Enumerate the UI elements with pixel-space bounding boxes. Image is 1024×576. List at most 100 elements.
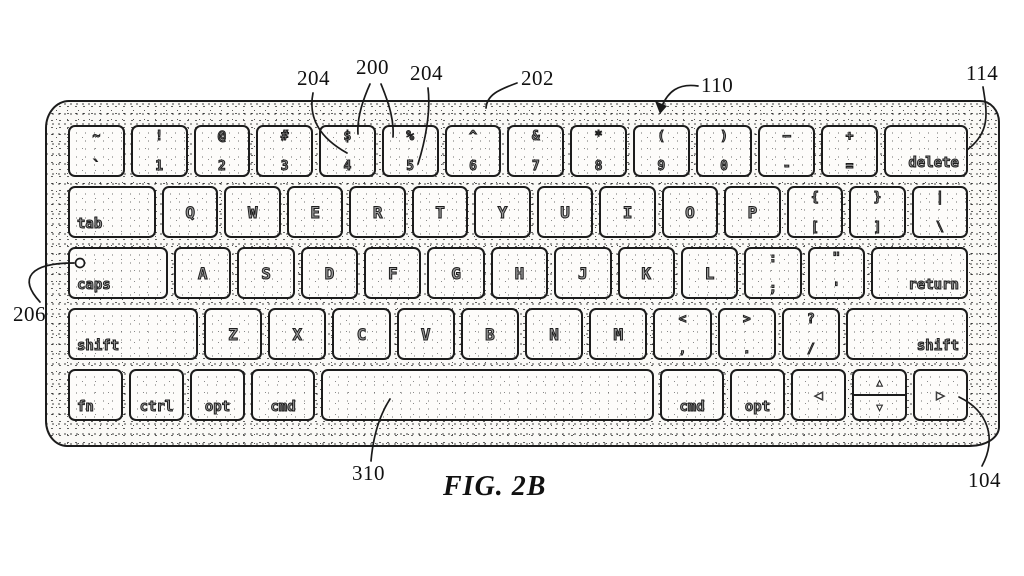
key-4-base-glyph: 4 xyxy=(343,159,352,174)
key-backslash-base-glyph: \ xyxy=(935,220,944,235)
key-c-glyph: C xyxy=(356,324,367,344)
key-s-glyph: S xyxy=(261,263,272,283)
key-opt-right: opt xyxy=(730,369,785,421)
key-l: L xyxy=(680,247,739,299)
key-row-1: ~`!1@2#3$4%5^6&7*8(9)0–-+=delete xyxy=(68,125,968,177)
key-caps-label: caps xyxy=(77,277,112,294)
key-a-glyph: A xyxy=(197,263,208,283)
key-bracket-right: }] xyxy=(849,186,906,238)
key-9: (9 xyxy=(632,125,690,177)
key-t: T xyxy=(411,186,469,238)
key-opt-left-label: opt xyxy=(204,399,231,416)
key-4-shift-glyph: $ xyxy=(343,129,352,144)
key-j-glyph: J xyxy=(578,263,589,283)
key-cmd-right: cmd xyxy=(660,369,724,421)
key-minus-base-glyph: - xyxy=(782,159,791,174)
key-t-glyph: T xyxy=(435,202,446,222)
key-p-glyph: P xyxy=(747,202,758,222)
ref-numeral-204-right: 204 xyxy=(410,61,443,85)
key-r-glyph: R xyxy=(372,202,383,222)
key-arrow-up-down-up-glyph: △ xyxy=(876,376,883,390)
key-equals-base-glyph: = xyxy=(845,159,854,174)
key-8: *8 xyxy=(570,125,627,177)
key-3-base-glyph: 3 xyxy=(280,159,289,174)
key-x-glyph: X xyxy=(292,324,303,344)
key-slash: ?/ xyxy=(781,308,841,360)
key-b: B xyxy=(460,308,520,360)
key-shift-left: shift xyxy=(68,308,198,360)
key-caps: caps xyxy=(68,247,168,299)
key-e: E xyxy=(286,186,344,238)
key-y-glyph: Y xyxy=(497,202,508,222)
key-1: !1 xyxy=(130,125,188,177)
key-d: D xyxy=(300,247,359,299)
key-7: &7 xyxy=(507,125,565,177)
key-u-glyph: U xyxy=(560,202,571,222)
key-opt-right-label: opt xyxy=(744,399,771,416)
key-arrow-right-icon: ▷ xyxy=(935,386,946,405)
key-grave-shift-glyph: ~ xyxy=(92,129,101,144)
key-0: )0 xyxy=(695,125,753,177)
key-k-glyph: K xyxy=(641,263,652,283)
ref-numeral-310: 310 xyxy=(352,461,385,485)
key-grave: ~` xyxy=(68,125,125,177)
key-f-glyph: F xyxy=(387,263,398,283)
key-8-shift-glyph: * xyxy=(594,129,603,144)
key-r: R xyxy=(349,186,406,238)
ref-numeral-110: 110 xyxy=(701,73,734,97)
key-shift-left-label: shift xyxy=(76,338,120,355)
key-9-shift-glyph: ( xyxy=(657,129,666,144)
key-arrow-right: ▷ xyxy=(913,369,968,421)
key-period: >. xyxy=(717,308,776,360)
key-comma-shift-glyph: < xyxy=(678,312,687,327)
key-v-glyph: V xyxy=(420,324,431,344)
key-2-base-glyph: 2 xyxy=(218,159,227,174)
key-backslash: |\ xyxy=(911,186,969,238)
key-7-base-glyph: 7 xyxy=(531,159,540,174)
key-delete-label: delete xyxy=(908,155,960,172)
key-3: #3 xyxy=(256,125,314,177)
ref-numeral-200: 200 xyxy=(356,55,389,79)
key-p: P xyxy=(724,186,781,238)
key-tab-label: tab xyxy=(76,216,103,233)
key-a: A xyxy=(174,247,232,299)
ref-numeral-206: 206 xyxy=(13,302,46,326)
key-ctrl-label: ctrl xyxy=(139,399,174,416)
key-l-glyph: L xyxy=(704,263,715,283)
key-9-base-glyph: 9 xyxy=(657,159,666,174)
ref-numeral-204-left: 204 xyxy=(297,66,330,90)
key-semicolon: :; xyxy=(744,247,802,299)
key-backslash-shift-glyph: | xyxy=(935,190,944,205)
key-k: K xyxy=(617,247,675,299)
key-return: return xyxy=(870,247,968,299)
key-v: V xyxy=(396,308,455,360)
figure-caption: FIG. 2B xyxy=(443,471,547,502)
key-equals-shift-glyph: + xyxy=(845,129,854,144)
key-bracket-left: {[ xyxy=(786,186,844,238)
key-period-base-glyph: . xyxy=(742,342,751,357)
key-shift-right-label: shift xyxy=(916,338,960,355)
key-6: ^6 xyxy=(444,125,502,177)
key-minus-shift-glyph: – xyxy=(782,129,791,144)
key-semicolon-shift-glyph: : xyxy=(769,251,778,266)
key-6-base-glyph: 6 xyxy=(469,159,478,174)
ref-numeral-114: 114 xyxy=(966,61,999,85)
key-4: $4 xyxy=(319,125,376,177)
key-u: U xyxy=(536,186,594,238)
key-w: W xyxy=(224,186,281,238)
key-delete: delete xyxy=(883,125,968,177)
key-arrow-left-icon: ◁ xyxy=(813,386,824,405)
key-1-base-glyph: 1 xyxy=(155,159,164,174)
key-5: %5 xyxy=(381,125,439,177)
key-5-base-glyph: 5 xyxy=(406,159,415,174)
key-7-shift-glyph: & xyxy=(531,129,540,144)
key-slash-shift-glyph: ? xyxy=(807,312,816,327)
ref-numeral-202: 202 xyxy=(521,66,554,90)
key-w-glyph: W xyxy=(247,202,258,222)
key-arrow-left: ◁ xyxy=(791,369,846,421)
key-1-shift-glyph: ! xyxy=(155,129,164,144)
key-5-shift-glyph: % xyxy=(406,129,415,144)
